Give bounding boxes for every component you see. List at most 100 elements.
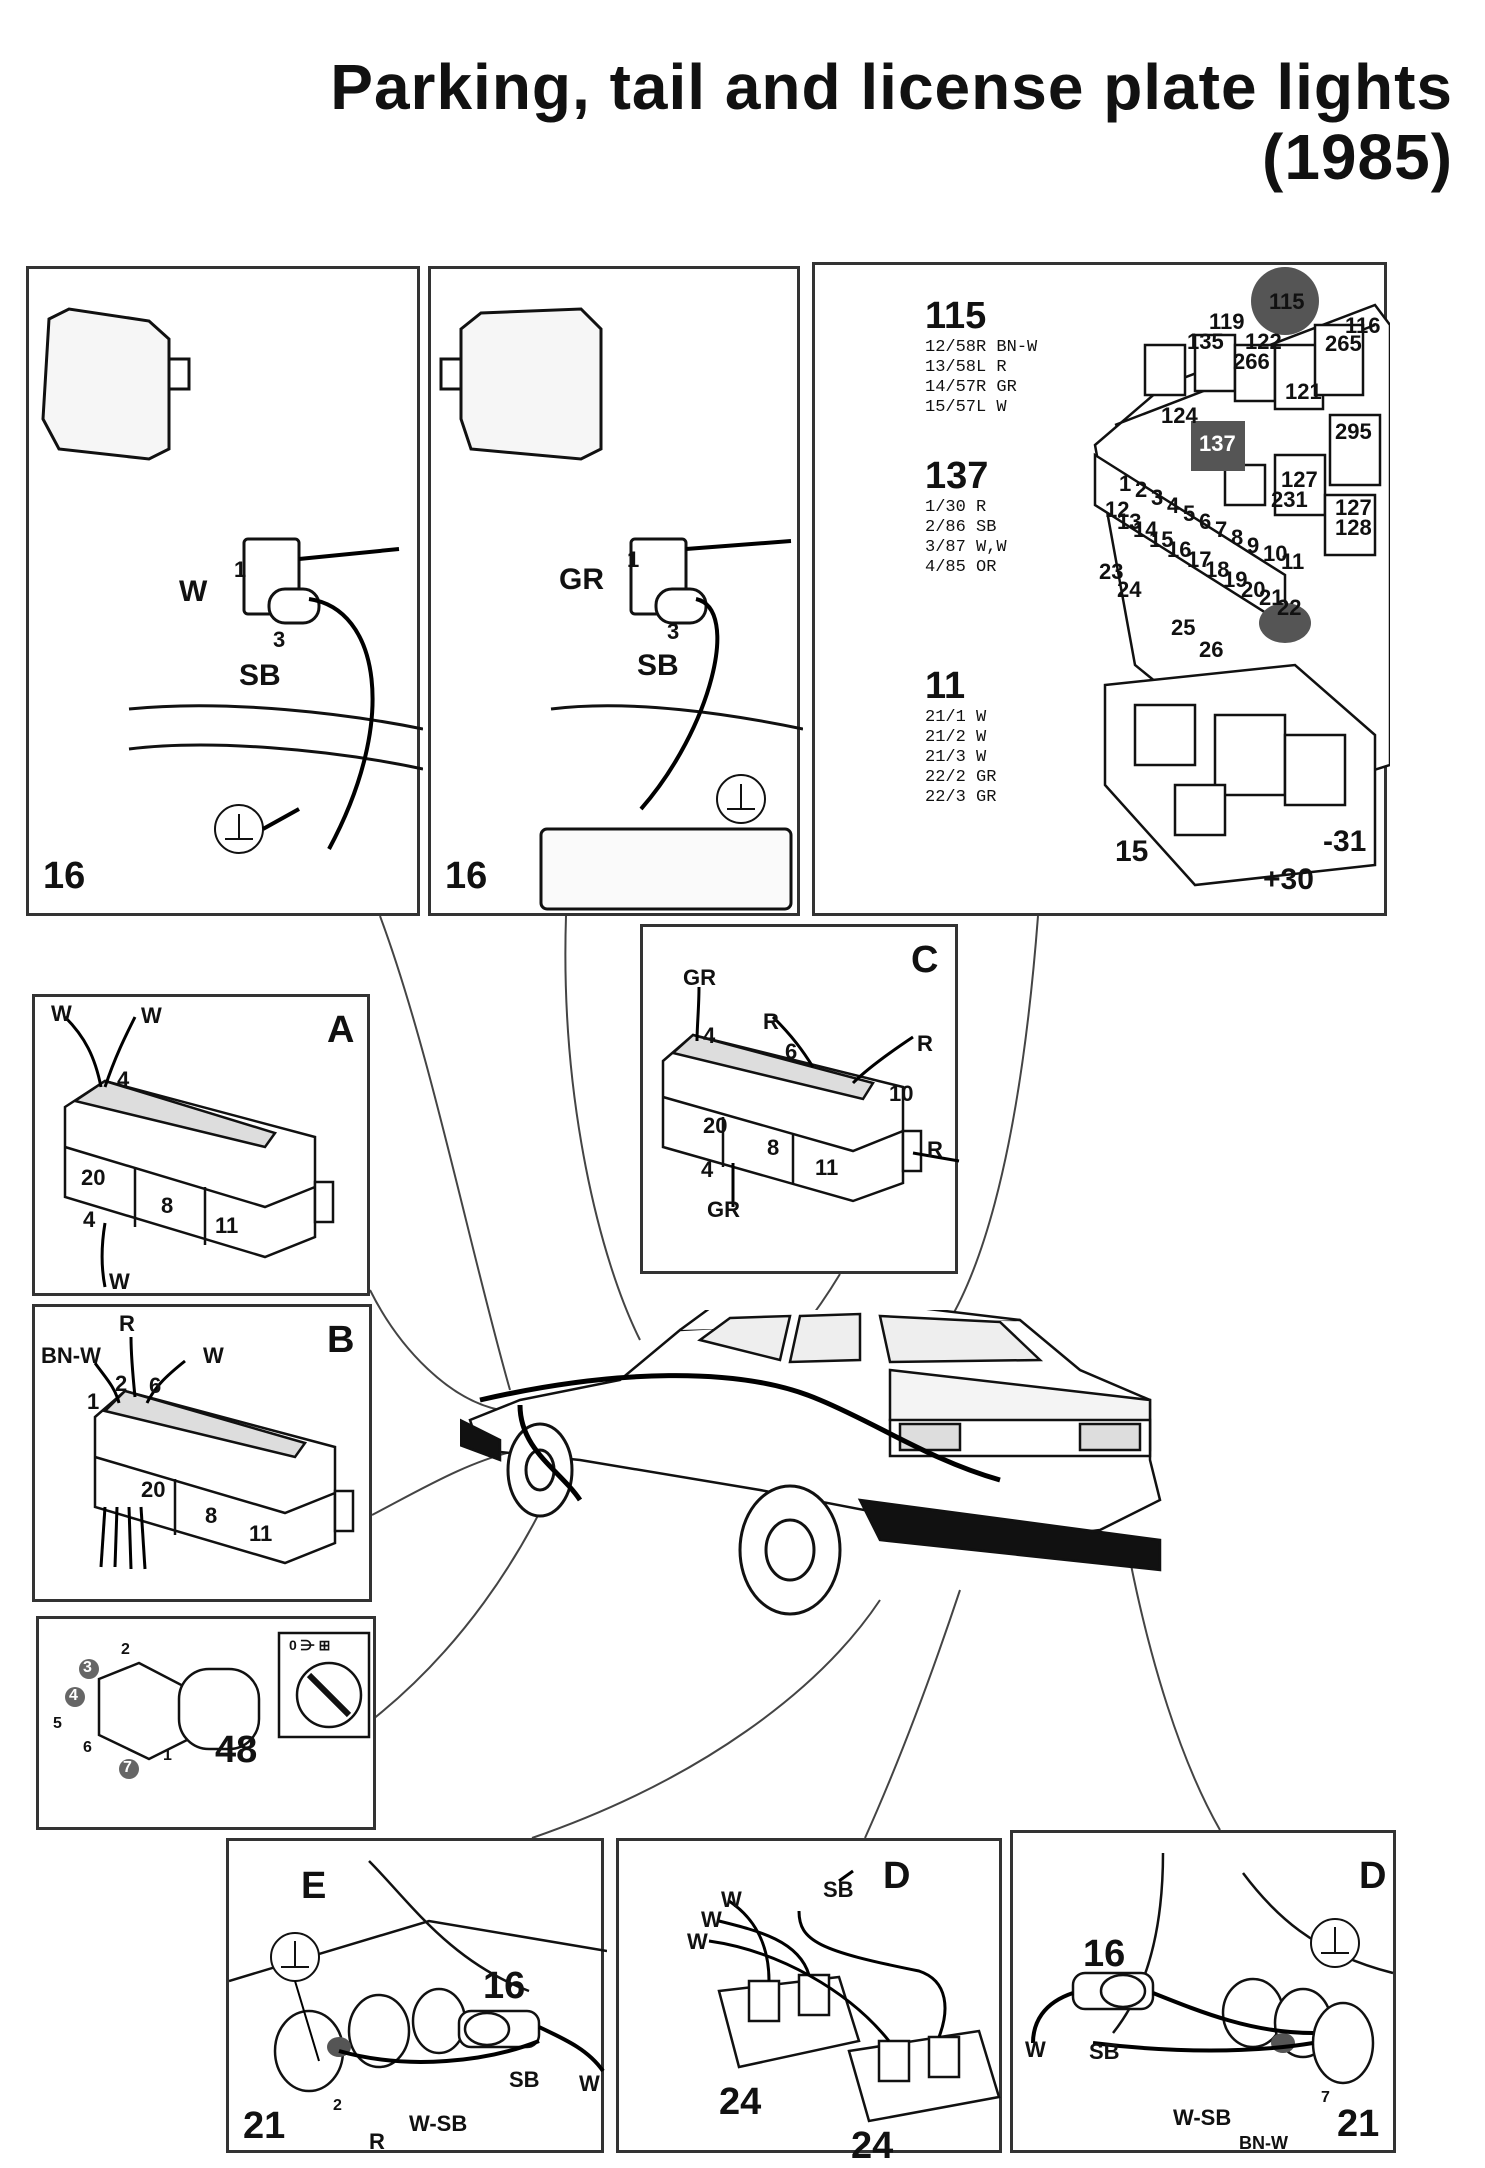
fuse-label: 11 — [1281, 549, 1305, 574]
wire-bottom: W — [109, 1269, 130, 1294]
component-number: 16 — [445, 855, 488, 897]
pin-5: 5 — [53, 1715, 62, 1732]
pin-2: 2 — [333, 2097, 342, 2114]
panel-parking-lamp-left: 1 W 3 SB 16 — [26, 266, 423, 916]
fuse-label: 19 — [1223, 567, 1248, 592]
fuse-label: 8 — [1231, 525, 1244, 550]
wire-sb: SB — [239, 659, 281, 692]
title-line-1: Parking, tail and license plate lights — [330, 51, 1453, 123]
wire-w-1: W — [721, 1887, 742, 1912]
relay-label: 295 — [1335, 419, 1372, 444]
panel-light-switch: 0 ⋺ ⊞ 3 4 7 2 5 6 1 48 — [36, 1616, 376, 1830]
relay-row: 15/57L W — [925, 398, 1007, 417]
panel-tail-light-left: E 16 21 2 R W-SB SB W — [226, 1838, 607, 2154]
relay-row: 21/2 W — [925, 728, 987, 747]
fuse-label: 23 — [1099, 559, 1124, 584]
lamp-number: 16 — [1083, 1933, 1126, 1975]
panel-letter: C — [911, 939, 939, 981]
relay-label: 122 — [1245, 329, 1282, 354]
relay-row: 12/58R BN-W — [925, 338, 1038, 357]
pin-3: 3 — [667, 619, 680, 644]
relay-row: 21/3 W — [925, 748, 987, 767]
pin-10: 10 — [889, 1081, 914, 1106]
wire-r-2: R — [917, 1031, 933, 1056]
pin-1: 1 — [234, 557, 247, 582]
relay-label: 119 — [1209, 309, 1245, 334]
relay-block-11: 11 21/1 W 21/2 W 21/3 W 22/2 GR 22/3 GR — [925, 665, 996, 808]
relay-label: 265 — [1325, 331, 1362, 356]
fuse-label: 12 — [1105, 497, 1130, 522]
pin-6: 6 — [785, 1039, 798, 1064]
wire-r-3: R — [927, 1137, 943, 1162]
component-number: 48 — [215, 1729, 258, 1771]
pin-3: 3 — [83, 1659, 92, 1676]
wire-gr-top: GR — [683, 965, 716, 990]
relay-label: 135 — [1187, 329, 1224, 354]
relay-label: 266 — [1233, 349, 1270, 374]
section-11: 11 — [215, 1213, 239, 1238]
fuse-label: 15 — [1149, 527, 1174, 552]
relay-block-id: 137 — [925, 455, 989, 497]
panel-letter: E — [301, 1865, 327, 1907]
wire-w: W — [579, 2071, 600, 2096]
fuse-label: 7 — [1215, 517, 1228, 542]
panel-license-plate-lights: W W W SB D 24 24 — [616, 1838, 1002, 2167]
fuse-label: 4 — [1167, 493, 1180, 518]
fuse-label: 6 — [1199, 509, 1212, 534]
fuse-label: 24 — [1117, 577, 1142, 602]
pin-2: 2 — [121, 1641, 130, 1658]
relay-block-115: 115 12/58R BN-W 13/58L R 14/57R GR 15/57… — [925, 295, 1037, 418]
title-line-2: (1985) — [1262, 121, 1453, 193]
fuse-label: 17 — [1187, 547, 1212, 572]
unit-number: 21 — [1337, 2103, 1380, 2145]
wire-bn-w: BN-W — [1239, 2133, 1288, 2153]
pin-3: 3 — [273, 627, 286, 652]
section-11: 11 — [815, 1155, 839, 1180]
pin-7: 7 — [123, 1759, 132, 1776]
relay-label: 128 — [1335, 515, 1372, 540]
car-illustration — [460, 1310, 1162, 1616]
relay-row: 4/85 OR — [925, 558, 997, 577]
relay-label: 127 — [1281, 467, 1318, 492]
pin-1: 1 — [627, 547, 640, 572]
relay-row: 13/58L R — [925, 358, 1007, 377]
fuse-label: 3 — [1151, 485, 1164, 510]
relay-row: 14/57R GR — [925, 378, 1017, 397]
relay-label: 124 — [1161, 403, 1198, 428]
fuse-label: 25 — [1171, 615, 1196, 640]
panel-relay-fusebox: 115 12/58R BN-W 13/58L R 14/57R GR 15/57… — [812, 262, 1390, 916]
wire-w: W — [1025, 2037, 1046, 2062]
panel-connector-a: A W W 4 20 8 11 4 W — [32, 994, 370, 1296]
pin-6: 6 — [83, 1739, 92, 1756]
wire-w-sb: W-SB — [409, 2111, 468, 2136]
wire-w-2: W — [701, 1907, 722, 1932]
panel-letter: B — [327, 1319, 355, 1361]
relay-label: 231 — [1271, 487, 1308, 512]
pin-1: 1 — [87, 1389, 100, 1414]
wire-sb: SB — [637, 649, 679, 682]
wire-gr-bottom: GR — [707, 1197, 740, 1222]
section-8: 8 — [767, 1135, 780, 1160]
relay-block-id: 115 — [925, 295, 987, 337]
fuse-label: 1 — [1119, 471, 1132, 496]
terminal-30: +30 — [1263, 863, 1314, 896]
relay-label: 121 — [1285, 379, 1322, 404]
wire-r: R — [119, 1311, 135, 1336]
pin-4-top: 4 — [703, 1023, 716, 1048]
fuse-label: 5 — [1183, 501, 1196, 526]
relay-label: 137 — [1199, 431, 1236, 456]
panel-connector-c: C GR 4 R 6 R 10 R 20 8 11 4 GR — [640, 924, 960, 1274]
relay-row: 22/3 GR — [925, 788, 997, 807]
fuse-label: 14 — [1133, 517, 1158, 542]
section-11: 11 — [249, 1521, 273, 1546]
pin-4: 4 — [117, 1067, 130, 1092]
pin-7: 7 — [1321, 2089, 1330, 2106]
ground-ref-d: D — [883, 1855, 911, 1897]
section-8: 8 — [205, 1503, 218, 1528]
wire-w-3: W — [687, 1929, 708, 1954]
wire-w: W — [179, 575, 208, 608]
panel-tail-light-right: D 16 W SB W-SB BN-W 7 21 — [1010, 1830, 1396, 2153]
lamp-number: 16 — [483, 1965, 526, 2007]
fuse-label: 2 — [1135, 477, 1148, 502]
wire-sb: SB — [509, 2067, 540, 2092]
